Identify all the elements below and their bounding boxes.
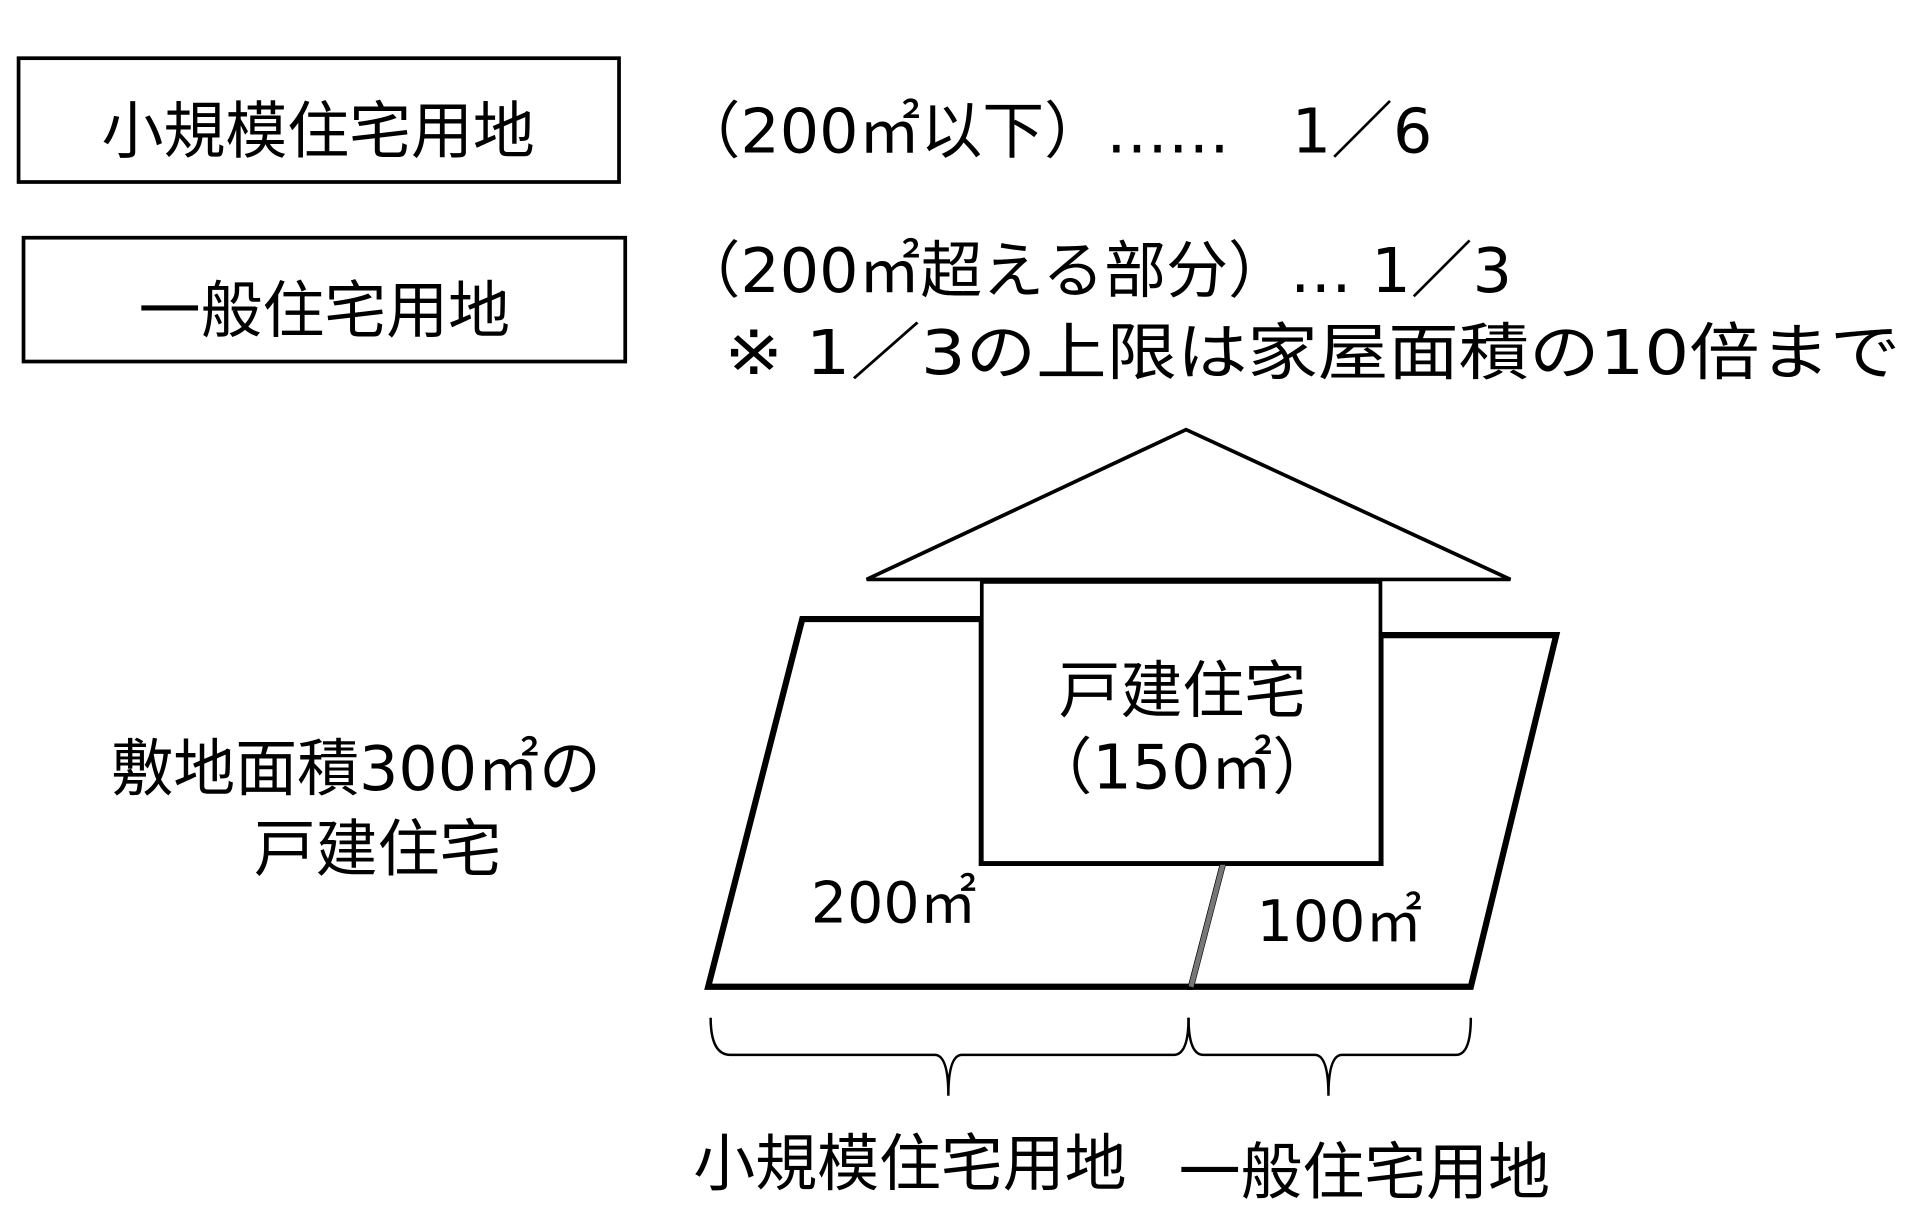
- general-parcel-area: 100㎡: [1257, 889, 1423, 955]
- house-area: （150㎡）: [1030, 732, 1334, 804]
- small-parcel-area: 200㎡: [811, 870, 977, 936]
- house-label: 戸建住宅: [1059, 655, 1307, 727]
- small-parcel-brace: [709, 1017, 1190, 1096]
- general-land-box-label: 一般住宅用地: [139, 275, 510, 347]
- site-label-line1: 敷地面積300㎡の: [111, 733, 600, 805]
- small-land-box-label: 小規模住宅用地: [102, 95, 535, 167]
- house-body: [979, 580, 1383, 865]
- small-land-box: [16, 56, 621, 184]
- small-parcel-label: 小規模住宅用地: [693, 1128, 1126, 1200]
- small-land-rate: （200㎡以下）…… 1／6: [678, 95, 1432, 167]
- general-parcel-brace: [1187, 1017, 1473, 1096]
- house-roof: [865, 427, 1512, 582]
- general-parcel-label: 一般住宅用地: [1179, 1137, 1550, 1209]
- general-land-rate: （200㎡超える部分）… 1／3: [678, 235, 1512, 307]
- parcel-divider: [1188, 862, 1226, 988]
- site-label-line2: 戸建住宅: [254, 813, 502, 885]
- general-land-box: [21, 235, 628, 364]
- upper-limit-note: ※ 1／3の上限は家屋面積の10倍まで: [724, 317, 1900, 389]
